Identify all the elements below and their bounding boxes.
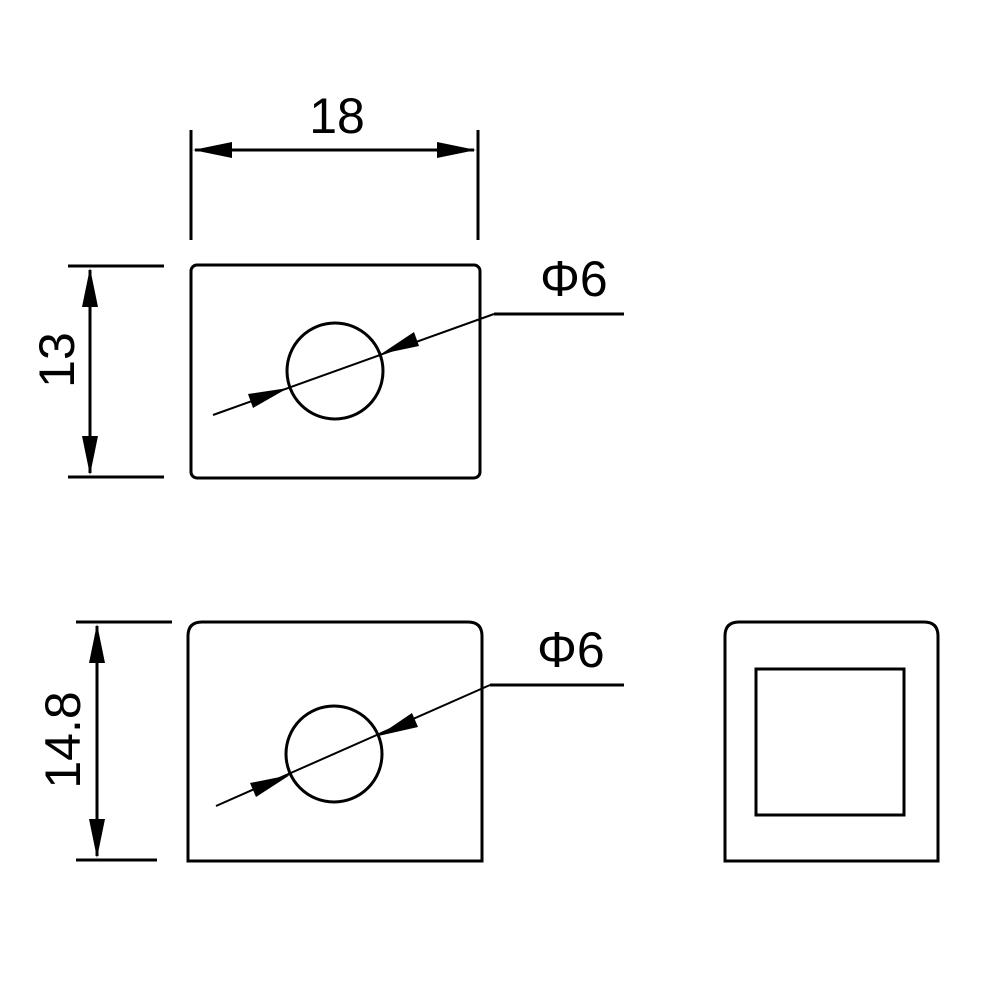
bottom-hole-label: Φ6 — [537, 622, 605, 678]
bottom-height-dimension: 14.8 — [35, 620, 172, 862]
top-height-label: 13 — [29, 332, 85, 388]
top-height-dimension: 13 — [29, 264, 164, 479]
top-hole-arrow-left — [248, 388, 288, 408]
bottom-height-arrow-bottom — [89, 819, 105, 858]
top-height-arrow-bottom — [82, 436, 98, 475]
bottom-hole-arrow-left — [250, 775, 290, 797]
bottom-height-arrow-top — [89, 624, 105, 663]
top-hole-leader: Φ6 — [212, 251, 624, 416]
side-view-square-hole — [754, 667, 906, 817]
bottom-height-label: 14.8 — [35, 691, 91, 788]
front-view-outline — [186, 620, 484, 863]
top-hole-label: Φ6 — [540, 251, 608, 307]
front-view: 14.8 Φ6 — [35, 620, 624, 863]
bottom-hole-leader: Φ6 — [215, 622, 624, 807]
width-arrow-left — [193, 142, 232, 158]
side-view-outline — [723, 620, 940, 863]
width-dimension: 18 — [189, 88, 480, 240]
top-view-hole — [285, 321, 385, 421]
side-view — [723, 620, 940, 863]
front-view-hole — [284, 704, 384, 804]
top-height-arrow-top — [82, 268, 98, 307]
bottom-hole-arrow-right — [378, 713, 418, 736]
width-label: 18 — [309, 88, 365, 144]
top-hole-arrow-right — [381, 332, 419, 354]
top-view: 18 13 Φ6 — [29, 88, 624, 480]
top-view-outline — [189, 263, 482, 480]
width-arrow-right — [437, 142, 476, 158]
